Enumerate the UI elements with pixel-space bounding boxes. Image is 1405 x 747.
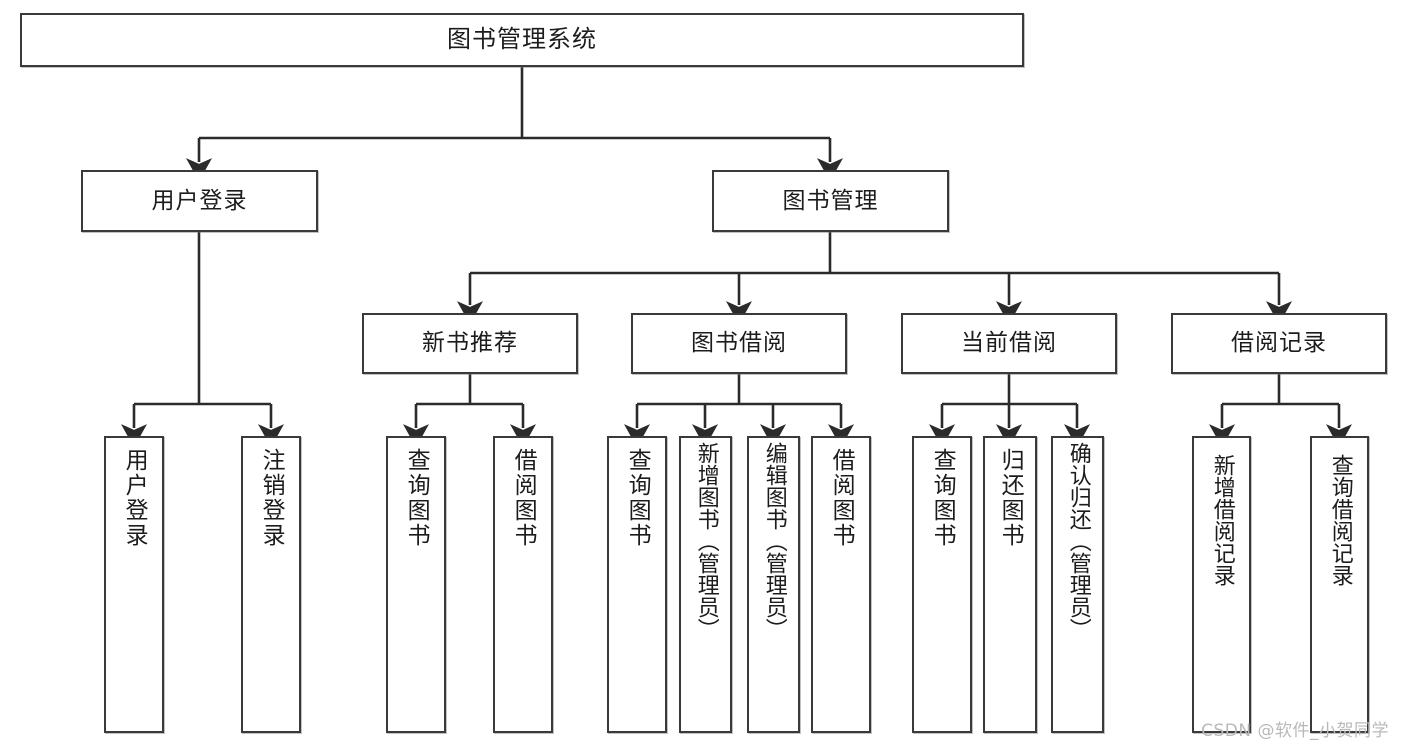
- node-leaf-edit-book[interactable]: 编辑图书（管理员）: [747, 436, 800, 733]
- node-leaf-borrow-book-1-label: 借阅图书: [510, 448, 537, 548]
- node-book-borrow[interactable]: 图书借阅: [631, 313, 847, 374]
- node-leaf-borrow-book-2-label: 借阅图书: [828, 448, 855, 548]
- node-leaf-add-book[interactable]: 新增图书（管理员）: [679, 436, 732, 733]
- node-leaf-user-login-label: 用户登录: [121, 448, 148, 548]
- node-leaf-query-book-3[interactable]: 查询图书: [912, 436, 972, 733]
- node-leaf-add-record-label: 新增借阅记录: [1209, 454, 1235, 586]
- node-book-manage[interactable]: 图书管理: [712, 170, 949, 232]
- node-leaf-return-book[interactable]: 归还图书: [983, 436, 1037, 733]
- node-leaf-user-logout[interactable]: 注销登录: [241, 436, 301, 733]
- node-borrow-record-label: 借阅记录: [1231, 330, 1327, 357]
- node-leaf-user-login[interactable]: 用户登录: [104, 436, 164, 733]
- node-leaf-query-book-1[interactable]: 查询图书: [386, 436, 446, 733]
- node-new-book-rec-label: 新书推荐: [422, 330, 518, 357]
- node-leaf-add-record[interactable]: 新增借阅记录: [1192, 436, 1251, 733]
- node-current-borrow-label: 当前借阅: [961, 330, 1057, 357]
- node-borrow-record[interactable]: 借阅记录: [1171, 313, 1387, 374]
- node-leaf-query-book-3-label: 查询图书: [929, 448, 956, 548]
- node-leaf-query-book-2-label: 查询图书: [624, 448, 651, 548]
- node-leaf-user-logout-label: 注销登录: [258, 448, 285, 548]
- node-root[interactable]: 图书管理系统: [20, 13, 1024, 67]
- node-leaf-return-book-label: 归还图书: [997, 448, 1024, 548]
- node-leaf-query-record-label: 查询借阅记录: [1327, 454, 1353, 586]
- node-book-borrow-label: 图书借阅: [691, 330, 787, 357]
- node-current-borrow[interactable]: 当前借阅: [901, 313, 1117, 374]
- node-leaf-confirm-return[interactable]: 确认归还（管理员）: [1051, 436, 1104, 733]
- node-user-login[interactable]: 用户登录: [81, 170, 318, 232]
- node-book-manage-label: 图书管理: [782, 187, 879, 214]
- node-root-label: 图书管理系统: [447, 25, 597, 54]
- node-user-login-label: 用户登录: [151, 187, 248, 214]
- csdn-watermark: CSDN @软件_小贺同学: [1201, 721, 1389, 741]
- node-leaf-borrow-book-2[interactable]: 借阅图书: [811, 436, 871, 733]
- node-leaf-confirm-return-label: 确认归还（管理员）: [1065, 442, 1091, 640]
- node-leaf-edit-book-label: 编辑图书（管理员）: [761, 442, 787, 640]
- node-leaf-add-book-label: 新增图书（管理员）: [693, 442, 719, 640]
- node-new-book-rec[interactable]: 新书推荐: [362, 313, 578, 374]
- node-leaf-borrow-book-1[interactable]: 借阅图书: [493, 436, 553, 733]
- node-leaf-query-book-1-label: 查询图书: [403, 448, 430, 548]
- node-leaf-query-book-2[interactable]: 查询图书: [607, 436, 667, 733]
- node-leaf-query-record[interactable]: 查询借阅记录: [1310, 436, 1369, 733]
